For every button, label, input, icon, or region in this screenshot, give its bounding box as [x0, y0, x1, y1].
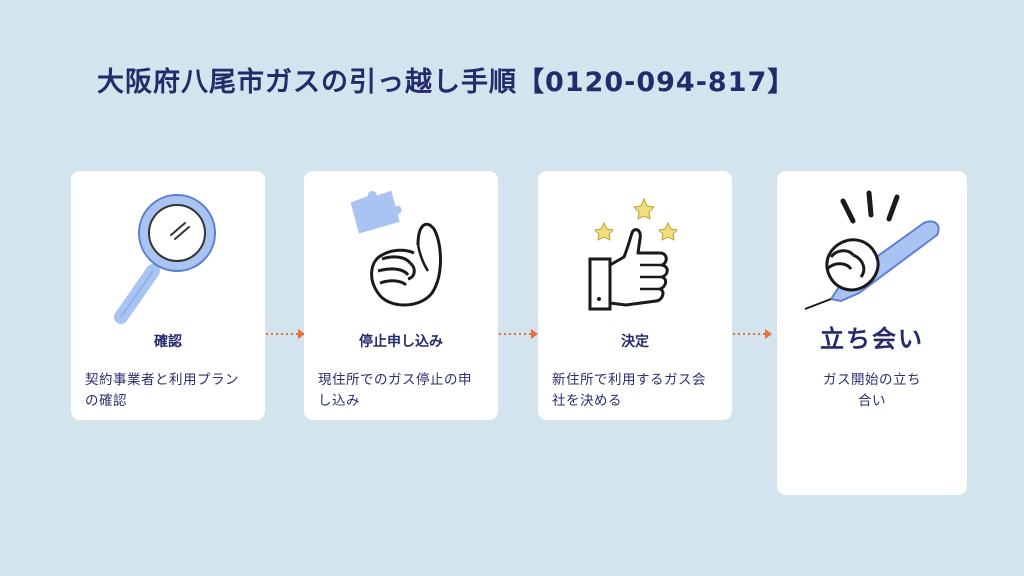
thumbs-up-icon	[588, 197, 679, 311]
step-description-line: 新住所で利用するガス会	[552, 372, 706, 388]
step-description-line: ガス開始の立ち	[823, 372, 921, 388]
step-description-line: 合い	[858, 393, 886, 409]
arrow-icon	[266, 329, 305, 339]
step-description-line: の確認	[85, 393, 127, 409]
step-card-attendance: 立ち会い ガス開始の立ち 合い	[777, 171, 967, 495]
step-label: 停止申し込み	[359, 334, 443, 350]
hand-puzzle-icon	[350, 190, 442, 307]
page-title: 大阪府八尾市ガスの引っ越し手順【0120-094-817】	[97, 67, 796, 98]
arrow-icon	[733, 329, 772, 339]
step-card-stop-request: 停止申し込み 現住所でのガス停止の申 し込み	[304, 171, 498, 420]
arrow-icon	[499, 329, 538, 339]
step-label: 立ち会い	[820, 325, 924, 353]
step-label: 確認	[154, 334, 182, 350]
step-description-line: し込み	[318, 393, 360, 409]
step-card-decision: 決定 新住所で利用するガス会 社を決める	[538, 171, 732, 420]
step-label: 決定	[621, 334, 649, 350]
step-description-line: 現住所でのガス停止の申	[318, 372, 472, 388]
step-card-confirm: 確認 契約事業者と利用プラン の確認	[71, 171, 265, 420]
step-description: 契約事業者と利用プラン の確認	[85, 370, 239, 412]
step-description: 新住所で利用するガス会 社を決める	[552, 370, 706, 412]
step-description: 現住所でのガス停止の申 し込み	[318, 370, 472, 412]
hand-pen-icon	[804, 190, 940, 310]
step-description-line: 契約事業者と利用プラン	[85, 372, 239, 388]
step-description-line: 社を決める	[552, 393, 622, 409]
step-description: ガス開始の立ち 合い	[777, 370, 967, 412]
magnifier-icon	[114, 194, 216, 324]
